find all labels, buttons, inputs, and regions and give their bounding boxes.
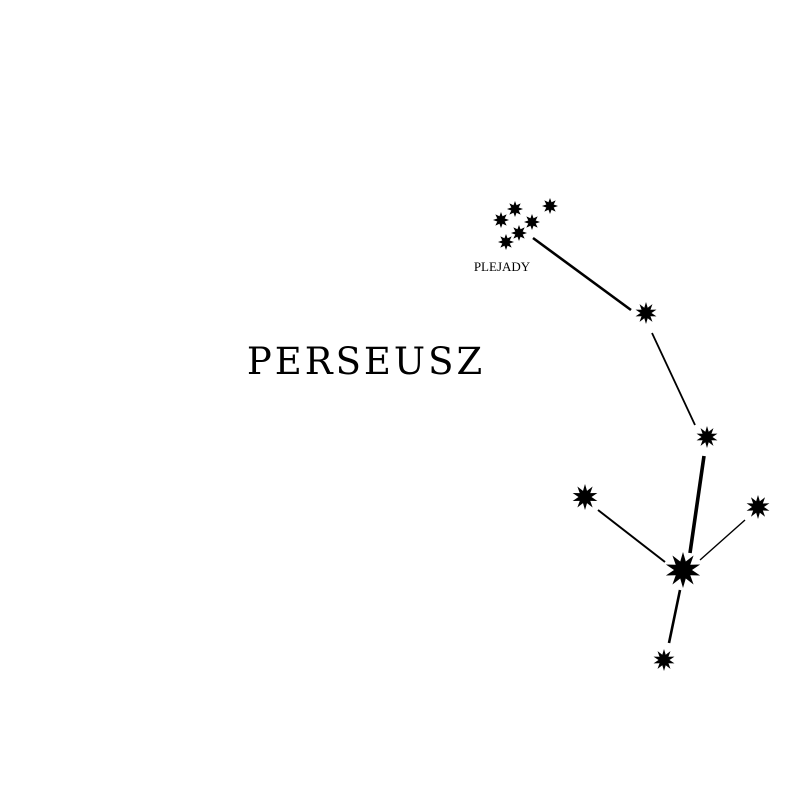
star-icon <box>635 302 657 324</box>
constellation-line <box>667 589 682 644</box>
star-icon <box>498 234 514 250</box>
constellation-stars <box>493 198 770 671</box>
star-icon <box>696 426 718 448</box>
star-icon <box>653 649 675 671</box>
constellation-line <box>699 519 746 561</box>
star-icon <box>493 212 509 228</box>
constellation-line <box>688 455 706 554</box>
constellation-line <box>532 236 632 312</box>
star-icon <box>507 201 523 217</box>
constellation-title: PERSEUSZ <box>247 340 485 383</box>
star-icon <box>572 484 598 510</box>
star-icon <box>665 552 701 588</box>
constellation-line <box>597 509 666 563</box>
constellation-line <box>651 332 696 426</box>
pleiades-label: PLEJADY <box>474 259 531 274</box>
constellation-lines <box>532 236 746 644</box>
star-icon <box>511 225 527 241</box>
star-icon <box>524 214 540 230</box>
star-icon <box>746 495 770 519</box>
star-icon <box>542 198 558 214</box>
